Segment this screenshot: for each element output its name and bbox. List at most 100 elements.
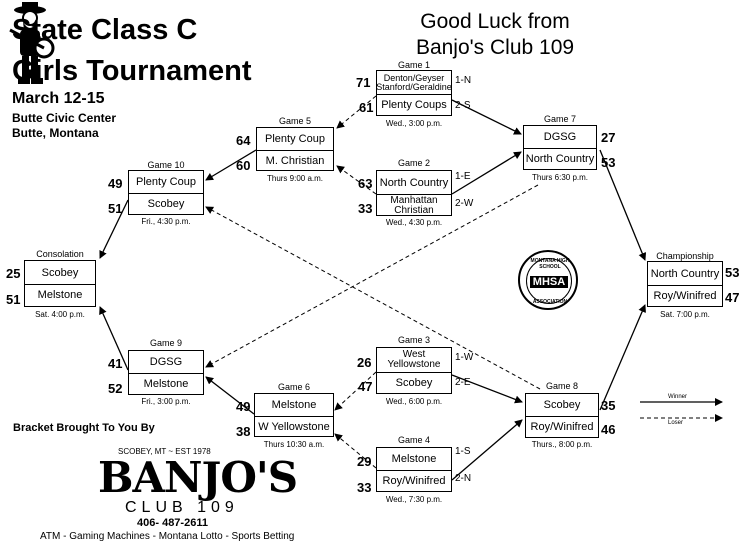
winner-g10-consol (99, 199, 129, 259)
game4-box: Melstone Roy/Winifred (376, 447, 452, 492)
game10-bottom-score: 51 (108, 201, 123, 216)
championship-bottom-score: 47 (725, 290, 740, 305)
championship-divider (648, 285, 722, 286)
tournament-dates: March 12-15 (12, 90, 105, 107)
winner-g9-consol (99, 306, 129, 371)
legend-loser-label: Loser (668, 420, 684, 426)
game7-divider (524, 148, 596, 149)
game6-top-team: Melstone (271, 399, 317, 411)
game2-bottom-score: 33 (358, 201, 373, 216)
game5-divider (257, 150, 333, 151)
game1-top-team: Denton/Geyser Stanford/Geraldine (377, 73, 451, 92)
game2-box: North Country Manhattan Christian (376, 170, 452, 216)
consolation-top-team: Scobey (41, 266, 79, 279)
winner-g5-g10 (205, 149, 257, 181)
game4-top-team: Melstone (391, 453, 437, 465)
game9-time: Fri., 3:00 p.m. (141, 397, 191, 406)
game2-time: Wed., 4:30 p.m. (385, 218, 443, 227)
game10-time: Fri., 4:30 p.m. (141, 217, 191, 226)
game10-divider (129, 193, 203, 194)
game3-bottom-seed: 2-E (455, 377, 471, 388)
game6-label: Game 6 (277, 382, 310, 392)
mhsa-seal-top-text: MONTANA HIGH SCHOOL (530, 258, 570, 270)
winner-g8-champ (599, 304, 646, 411)
game3-divider (377, 372, 451, 373)
game7-top-team: DGSG (543, 131, 577, 143)
bracket-brought-by: Bracket Brought To You By (13, 422, 155, 434)
game8-label: Game 8 (545, 381, 578, 391)
game5-top-team: Plenty Coup (265, 133, 325, 145)
game4-divider (377, 470, 451, 471)
game7-top-score: 27 (601, 130, 616, 145)
venue: Butte Civic Center (12, 111, 117, 125)
game3-top-team: West Yellowstone (387, 349, 441, 370)
mhsa-seal-bottom-text: ASSOCIATION (532, 299, 568, 305)
loser-g3-g6 (334, 371, 377, 411)
game7-bottom-score: 53 (601, 155, 616, 170)
consolation-divider (25, 284, 95, 285)
game1-top-score: 71 (356, 75, 371, 90)
game5-time: Thurs 9:00 a.m. (266, 174, 324, 183)
consolation-time: Sat. 4:00 p.m. (35, 310, 85, 319)
consolation-label: Consolation (36, 249, 84, 259)
game9-top-score: 41 (108, 356, 123, 371)
winner-g7-champ (599, 149, 647, 261)
sponsor-name: BANJO'S (98, 453, 298, 502)
winner-g2-g7 (451, 151, 522, 195)
title-line-1: State Class C (12, 14, 198, 46)
game9-top-team: DGSG (149, 356, 183, 368)
game4-label: Game 4 (397, 435, 430, 445)
game2-top-team: North Country (379, 176, 449, 189)
game3-bottom-score: 47 (358, 379, 373, 394)
championship-top-team: North Country (650, 267, 720, 280)
game5-label: Game 5 (278, 116, 311, 126)
game3-time: Wed., 6:00 p.m. (385, 397, 443, 406)
championship-bottom-team: Roy/Winifred (653, 290, 717, 302)
loser-g4-g6 (334, 433, 377, 469)
consolation-bottom-team: Melstone (37, 289, 83, 301)
game3-box: West Yellowstone Scobey (376, 347, 452, 394)
game7-label: Game 7 (543, 114, 576, 124)
game4-bottom-team: Roy/Winifred (382, 475, 446, 487)
game9-label: Game 9 (149, 338, 182, 348)
consolation-box: Scobey Melstone (24, 260, 96, 307)
championship-time: Sat. 7:00 p.m. (660, 310, 710, 319)
game10-bottom-team: Scobey (147, 198, 185, 210)
mhsa-seal-logo: MONTANA HIGH SCHOOL MHSA ASSOCIATION (518, 250, 578, 310)
game2-top-seed: 1-E (455, 171, 471, 182)
game2-bottom-team: Manhattan Christian (390, 195, 438, 216)
game10-box: Plenty Coup Scobey (128, 170, 204, 215)
consolation-bottom-score: 51 (6, 292, 21, 307)
game10-label: Game 10 (147, 160, 185, 170)
game2-top-score: 63 (358, 176, 373, 191)
good-luck-line-1: Good Luck from (420, 10, 570, 33)
game8-time: Thurs., 8:00 p.m. (531, 440, 593, 449)
game6-bottom-score: 38 (236, 424, 251, 439)
game8-divider (526, 416, 598, 417)
championship-top-score: 53 (725, 265, 740, 280)
game3-top-seed: 1-W (455, 352, 474, 363)
game1-box: Denton/Geyser Stanford/Geraldine Plenty … (376, 70, 452, 116)
good-luck-line-2: Banjo's Club 109 (415, 36, 575, 59)
game5-bottom-team: M. Christian (265, 154, 325, 167)
game3-bottom-team: Scobey (395, 377, 433, 389)
game10-top-score: 49 (108, 176, 123, 191)
title-line-2: Girls Tournament (12, 55, 252, 87)
game3-label: Game 3 (397, 335, 430, 345)
championship-box: North Country Roy/Winifred (647, 261, 723, 307)
winner-g6-g9 (205, 376, 255, 415)
game4-time: Wed., 7:30 p.m. (385, 495, 443, 504)
game8-bottom-team: Roy/Winifred (530, 421, 594, 433)
game7-bottom-team: North Country (525, 153, 595, 165)
game8-top-score: 35 (601, 398, 616, 413)
game5-top-score: 64 (236, 133, 251, 148)
game2-divider (377, 194, 451, 195)
winner-g4-g8 (451, 419, 523, 481)
game9-divider (129, 373, 203, 374)
game9-bottom-team: Melstone (143, 378, 189, 390)
sponsor-phone: 406- 487-2611 (137, 517, 208, 529)
game6-box: Melstone W Yellowstone (254, 393, 334, 437)
game1-label: Game 1 (397, 60, 430, 70)
